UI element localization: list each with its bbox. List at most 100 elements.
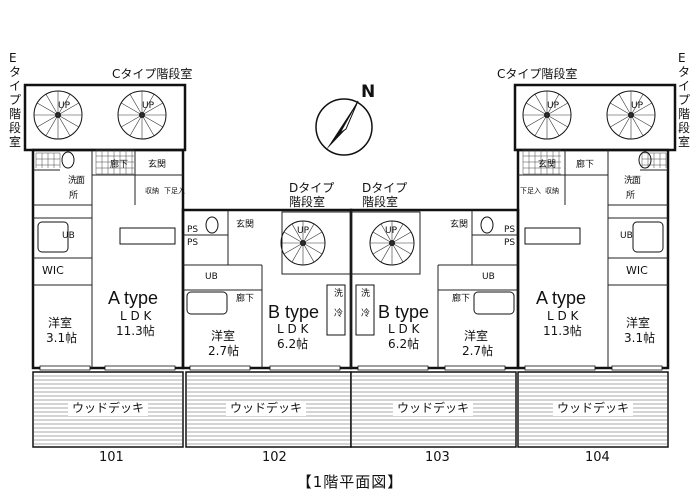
- stair-tread: [391, 242, 404, 263]
- unit-type-label: A type: [536, 288, 586, 308]
- bathtub-icon: [473, 291, 515, 315]
- stair-label-d-left-1: Dタイプ: [289, 181, 334, 195]
- unit-number: 101: [99, 450, 124, 465]
- bathtub-icon: [632, 221, 664, 253]
- stair-tread: [526, 114, 548, 128]
- ldk-size: 11.3帖: [116, 323, 155, 338]
- washroom-label: 所: [626, 190, 635, 201]
- stair-label-e-left-char: タ: [9, 65, 21, 79]
- room-label: 洋室: [211, 328, 235, 343]
- up-label: UP: [297, 226, 310, 236]
- kitchen-counter-icon: [119, 227, 176, 245]
- unit-101: A type L D K 11.3帖 洋室 3.1帖 ウッドデッキ 101: [46, 288, 158, 465]
- window-icon: [357, 365, 429, 371]
- stair-tread: [380, 242, 393, 263]
- stair-label-e-right: E タ イ プ 階 段 室: [678, 51, 690, 149]
- stair-tread: [630, 94, 644, 116]
- stair-tread: [391, 231, 412, 244]
- up-label: UP: [58, 101, 71, 111]
- stair-label-d-left-2: 階段室: [289, 194, 325, 209]
- stair-tread: [129, 94, 143, 116]
- stair-tread: [610, 102, 632, 116]
- stair-label-e-left: E タ イ プ 階 段 室: [9, 51, 21, 149]
- up-label: UP: [547, 101, 560, 111]
- unit-number: 104: [585, 450, 610, 465]
- stair-tread: [141, 94, 155, 116]
- unit-103: B type L D K 6.2帖 洋室 2.7帖 ウッドデッキ 103: [378, 302, 493, 465]
- stair-tread: [302, 242, 323, 255]
- room-size: 3.1帖: [46, 330, 77, 345]
- wood-decks: [32, 371, 669, 448]
- stair-enclosure: [513, 83, 677, 152]
- bathtub-icon: [37, 221, 69, 253]
- fridge-label: 冷: [334, 307, 343, 319]
- stair-tread: [302, 242, 315, 263]
- stair-label-e-left-char: E: [9, 51, 17, 65]
- deck-label-background: [553, 402, 633, 416]
- ldk-label: L D K: [120, 309, 153, 323]
- unit-type-label: B type: [378, 302, 429, 322]
- stair-tread: [630, 114, 652, 128]
- stair-tread: [380, 223, 393, 244]
- washroom-label: 洗: [68, 174, 77, 186]
- stair-tread: [618, 114, 632, 136]
- stair-label-e-right-char: タ: [678, 65, 690, 79]
- stair-tread: [630, 114, 644, 136]
- deck-label: ウッドデッキ: [557, 400, 629, 415]
- up-label: UP: [631, 101, 644, 111]
- toilet-icon: [638, 151, 652, 169]
- shoe-storage-label: 下足入: [520, 187, 541, 195]
- washroom-label: 洗: [624, 174, 633, 186]
- storage-label: 収納: [145, 186, 159, 195]
- ldk-size: 6.2帖: [388, 336, 419, 351]
- stair-tread: [57, 114, 71, 136]
- stair-tread: [302, 231, 323, 244]
- stair-label-e-right-char: プ: [678, 93, 690, 107]
- stair-tread: [141, 114, 155, 136]
- ps-label: PS: [187, 225, 198, 235]
- north-label: N: [361, 82, 375, 102]
- kitchen-counter-icon: [326, 284, 346, 336]
- stair-label-c-right: Cタイプ階段室: [497, 66, 577, 81]
- wash-label: 洗: [334, 287, 343, 299]
- interior-lines: [33, 150, 668, 368]
- corridor-label: 廊下: [452, 292, 470, 304]
- entrance-label: 玄関: [148, 158, 166, 170]
- up-label: UP: [142, 101, 155, 111]
- deck-label-background: [68, 402, 148, 416]
- wic-label: WIC: [626, 264, 648, 277]
- stair-tread: [302, 223, 315, 244]
- unit-type-label: B type: [268, 302, 319, 322]
- washroom-label: 面: [632, 175, 641, 186]
- window-icon: [39, 365, 91, 371]
- ps-label: PS: [504, 238, 515, 248]
- stair-label-c-left: Cタイプ階段室: [112, 66, 192, 81]
- deck-label: ウッドデッキ: [397, 400, 469, 415]
- north-compass-icon: N: [315, 82, 375, 156]
- entrance-label: 玄関: [538, 158, 556, 170]
- stair-label-e-left-char: 階: [9, 106, 21, 121]
- ps-label: PS: [187, 238, 198, 248]
- stair-tread: [546, 114, 568, 128]
- washroom-label: 面: [76, 175, 85, 186]
- unit-104: A type L D K 11.3帖 洋室 3.1帖 ウッドデッキ 104: [536, 288, 655, 465]
- stair-tread: [45, 94, 59, 116]
- ldk-size: 11.3帖: [543, 323, 582, 338]
- staircases: [33, 90, 656, 266]
- stair-tread: [546, 114, 560, 136]
- ub-label: UB: [205, 272, 218, 282]
- deck-label-background: [393, 402, 473, 416]
- room-label: 洋室: [464, 328, 488, 343]
- stair-tread: [121, 114, 143, 128]
- ub-label: UB: [482, 272, 495, 282]
- unit-number: 102: [262, 450, 287, 465]
- ps-label: PS: [504, 225, 515, 235]
- stair-tread: [45, 114, 59, 136]
- stair-tread: [546, 94, 560, 116]
- stair-tread: [391, 223, 404, 244]
- stair-tread: [141, 114, 163, 128]
- room-size: 2.7帖: [462, 343, 493, 358]
- stair-tread: [630, 102, 652, 116]
- stair-tread: [57, 94, 71, 116]
- stair-tread: [291, 223, 304, 244]
